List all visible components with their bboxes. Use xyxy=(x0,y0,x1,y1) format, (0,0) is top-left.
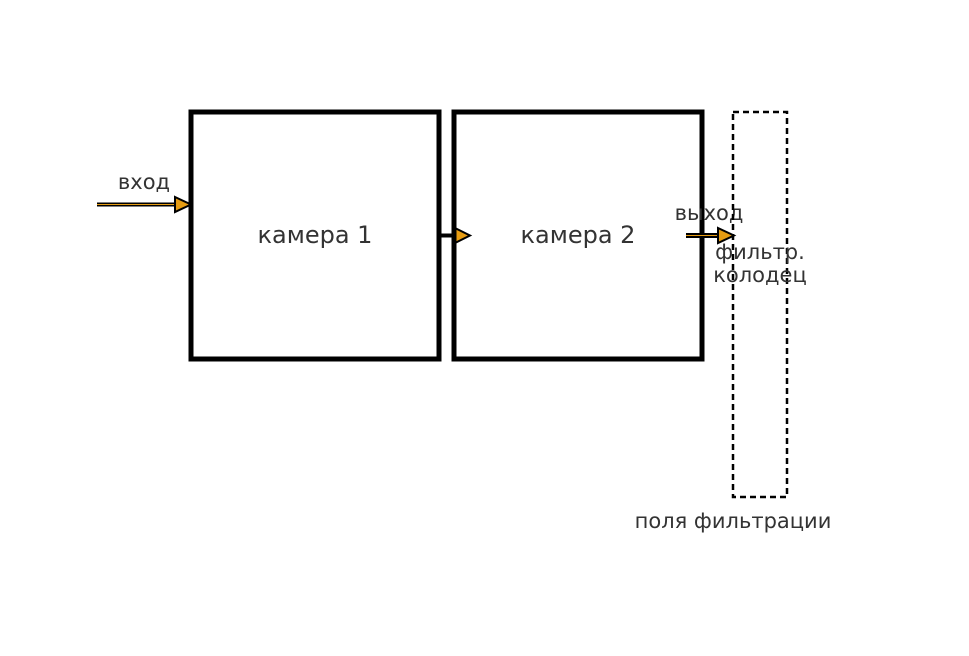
filter-well-label-line1: фильтр. xyxy=(715,240,805,264)
chamber-2-label: камера 2 xyxy=(521,221,636,249)
connector-arrowhead xyxy=(454,226,473,245)
chamber-1-label: камера 1 xyxy=(258,221,373,249)
output-arrowhead xyxy=(717,226,737,245)
filter-well-box xyxy=(731,110,789,499)
output-arrow xyxy=(686,226,737,245)
filter-well-label-line2: колодец xyxy=(713,263,807,287)
input-arrow xyxy=(97,195,194,214)
input-label: вход xyxy=(118,170,170,194)
filtration-fields-label: поля фильтрации xyxy=(635,509,832,533)
input-arrowhead xyxy=(174,195,194,214)
